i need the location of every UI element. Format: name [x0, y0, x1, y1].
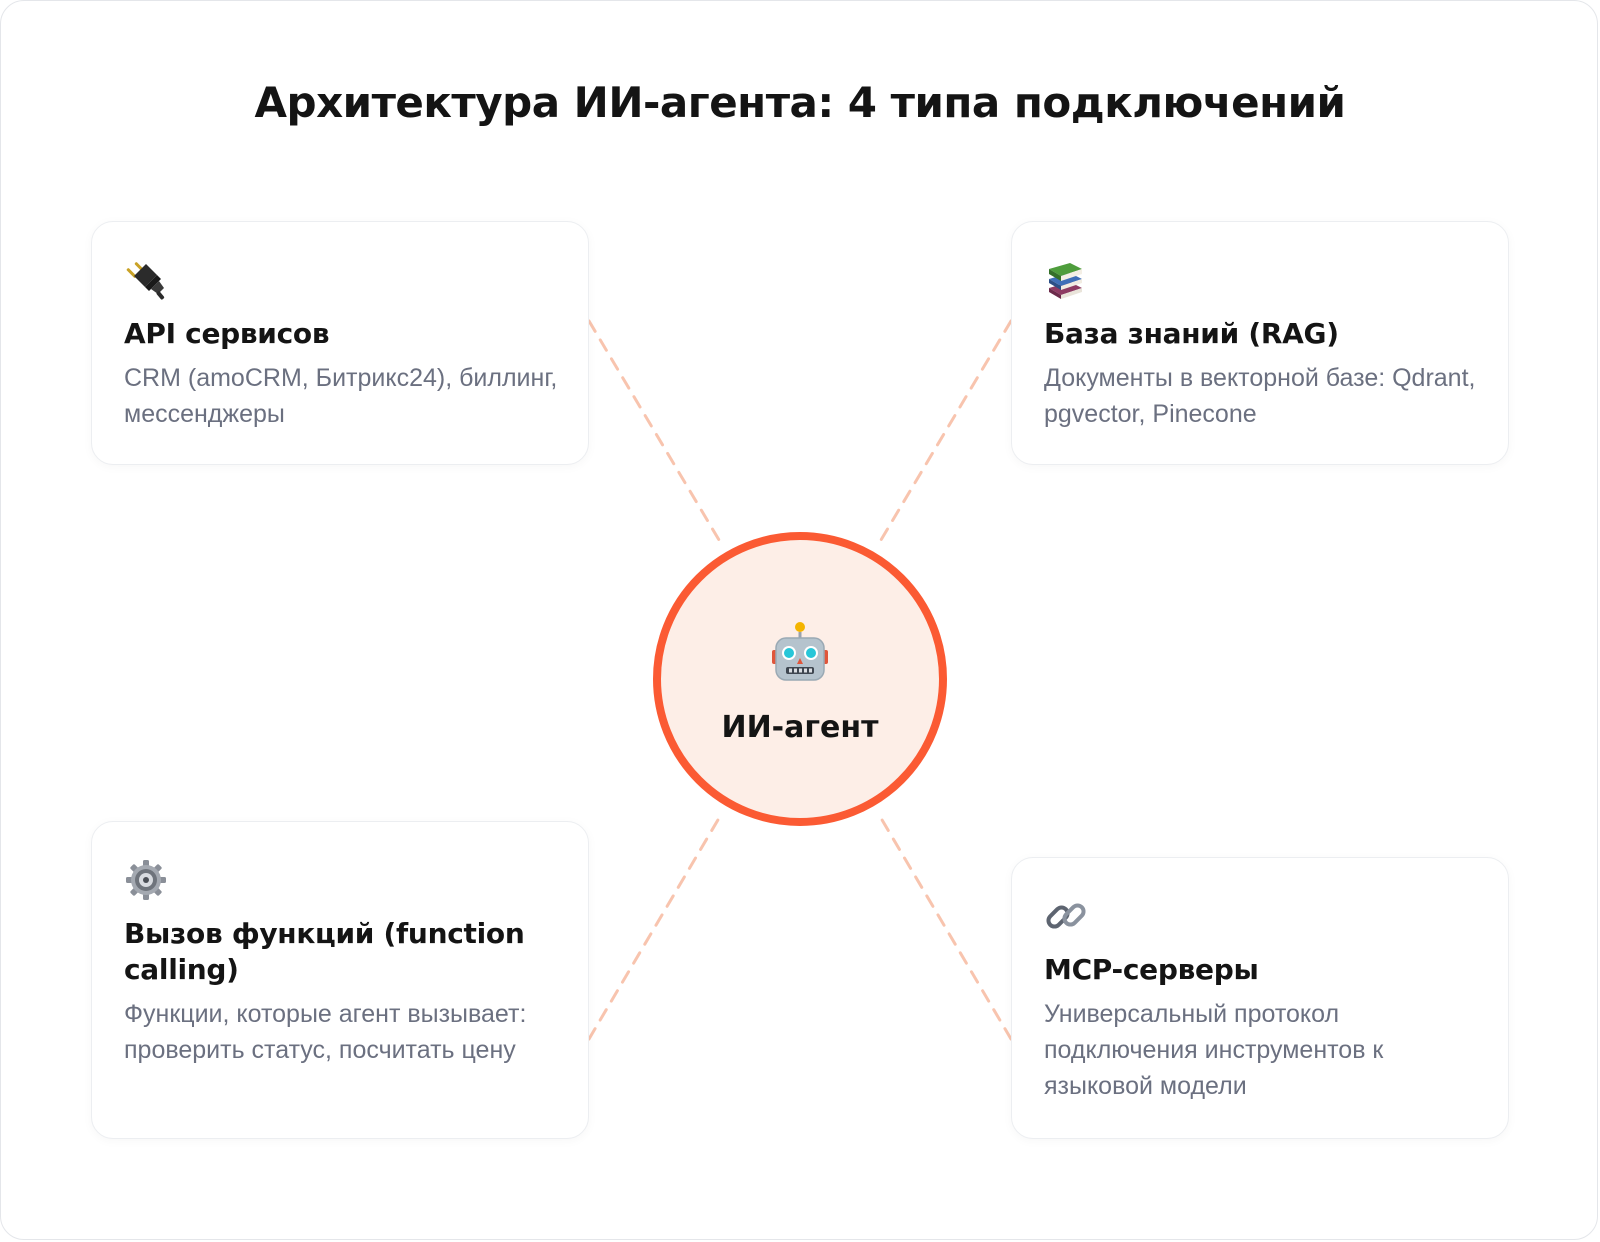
gear-icon — [124, 858, 168, 902]
hub-label: ИИ-агент — [721, 710, 879, 745]
card-title: MCP-серверы — [1044, 953, 1259, 986]
diagram-title: Архитектура ИИ-агента: 4 типа подключени… — [254, 78, 1346, 127]
card-description: Универсальный протокол подключения инстр… — [1044, 1000, 1384, 1100]
card-title: API сервисов — [124, 317, 330, 350]
card-api-services: API сервисов CRM (amoCRM, Битрикс24), би… — [91, 221, 589, 465]
card-title: База знаний (RAG) — [1044, 317, 1339, 350]
card-description: Функции, которые агент вызывает: провери… — [124, 1000, 527, 1064]
card-knowledge-base: База знаний (RAG) Документы в векторной … — [1011, 221, 1509, 465]
books-icon — [1044, 258, 1088, 302]
robot-icon — [772, 620, 828, 684]
electric-plug-icon — [124, 258, 168, 302]
link-icon — [1044, 894, 1088, 938]
card-mcp-servers: MCP-серверы Универсальный протокол подкл… — [1011, 857, 1509, 1139]
card-title: Вызов функций (function calling) — [124, 917, 525, 986]
card-description: Документы в векторной базе: Qdrant, pgve… — [1044, 364, 1476, 428]
card-function-calling: Вызов функций (function calling) Функции… — [91, 821, 589, 1139]
card-description: CRM (amoCRM, Битрикс24), биллинг, мессен… — [124, 364, 558, 428]
ai-agent-hub: ИИ-агент — [653, 532, 947, 826]
